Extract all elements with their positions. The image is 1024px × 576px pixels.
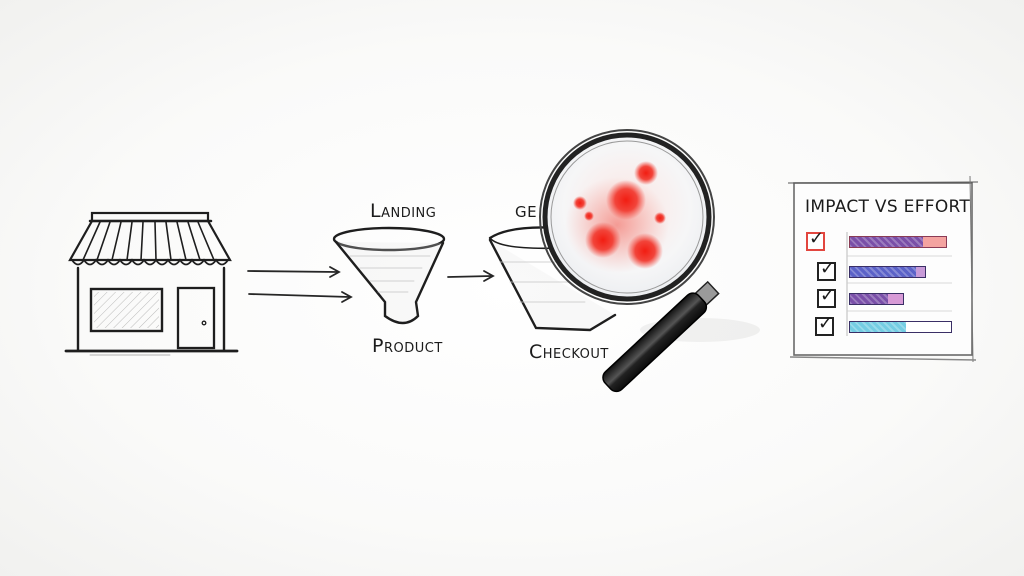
stage-label-landing: Landing [370,200,437,222]
funnel-landing-icon [332,226,446,325]
matrix-title: IMPACT VS EFFORT [805,197,971,217]
impact-bar [849,293,904,305]
checkmark-icon: ✓ [820,258,836,279]
stage-label-partial: GE [515,203,538,221]
impact-bar [849,266,926,278]
matrix-checkbox[interactable]: ✓ [806,228,825,251]
magnifying-glass-icon [539,129,760,393]
matrix-checkbox[interactable]: ✓ [815,313,834,336]
storefront-icon [64,211,239,356]
matrix-checkbox[interactable]: ✓ [817,285,836,308]
stage-label-product: Product [372,335,443,357]
checkmark-icon: ✓ [820,285,836,306]
flow-arrow-icon [447,270,495,282]
checkmark-icon: ✓ [818,313,834,334]
impact-bar [849,236,947,248]
flow-arrow-icon [247,266,353,303]
stage-label-checkout: Checkout [529,341,609,363]
checkmark-icon: ✓ [809,228,825,249]
impact-bar [849,321,952,333]
matrix-checkbox[interactable]: ✓ [817,258,836,281]
